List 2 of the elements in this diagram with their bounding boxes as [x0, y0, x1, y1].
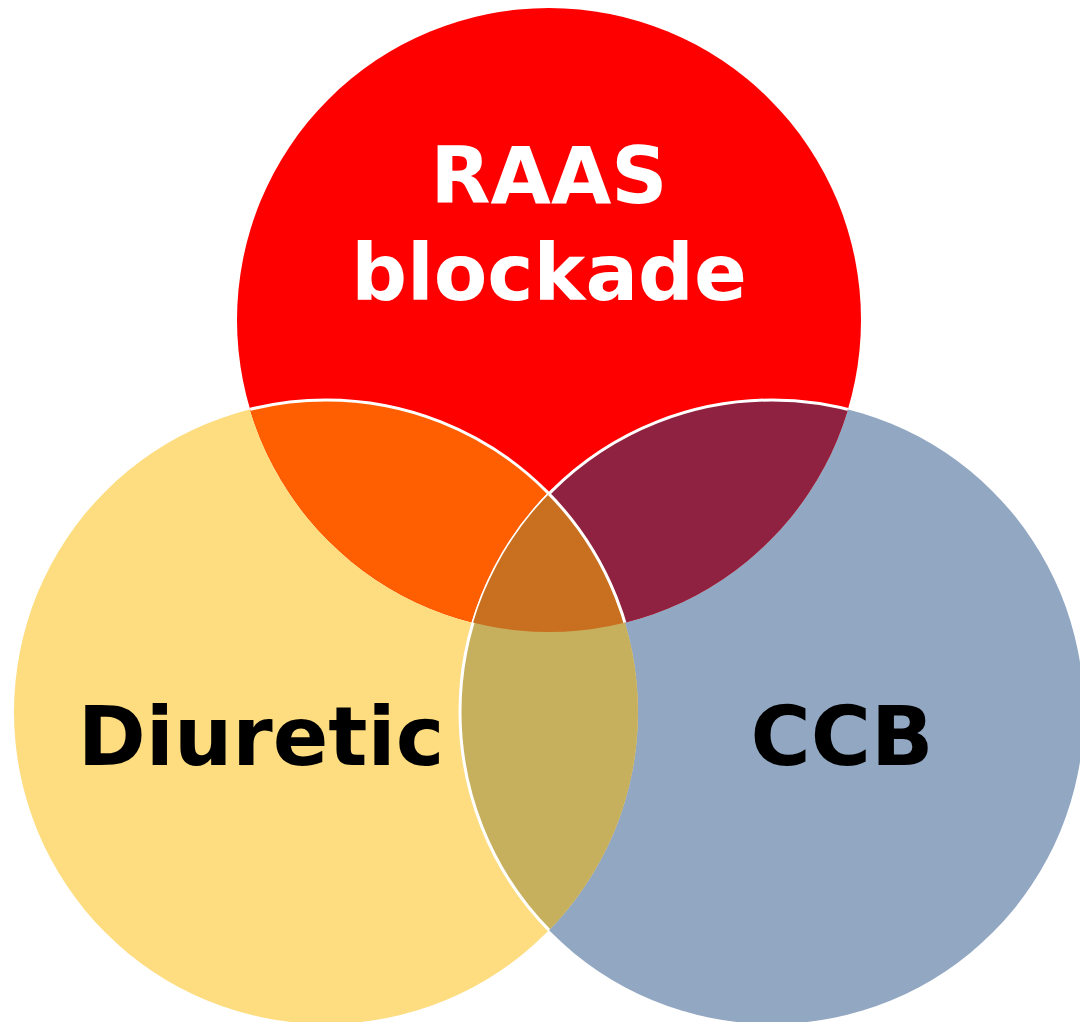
circle-label: Diuretic — [51, 685, 471, 788]
circle-label: CCB — [692, 685, 992, 788]
